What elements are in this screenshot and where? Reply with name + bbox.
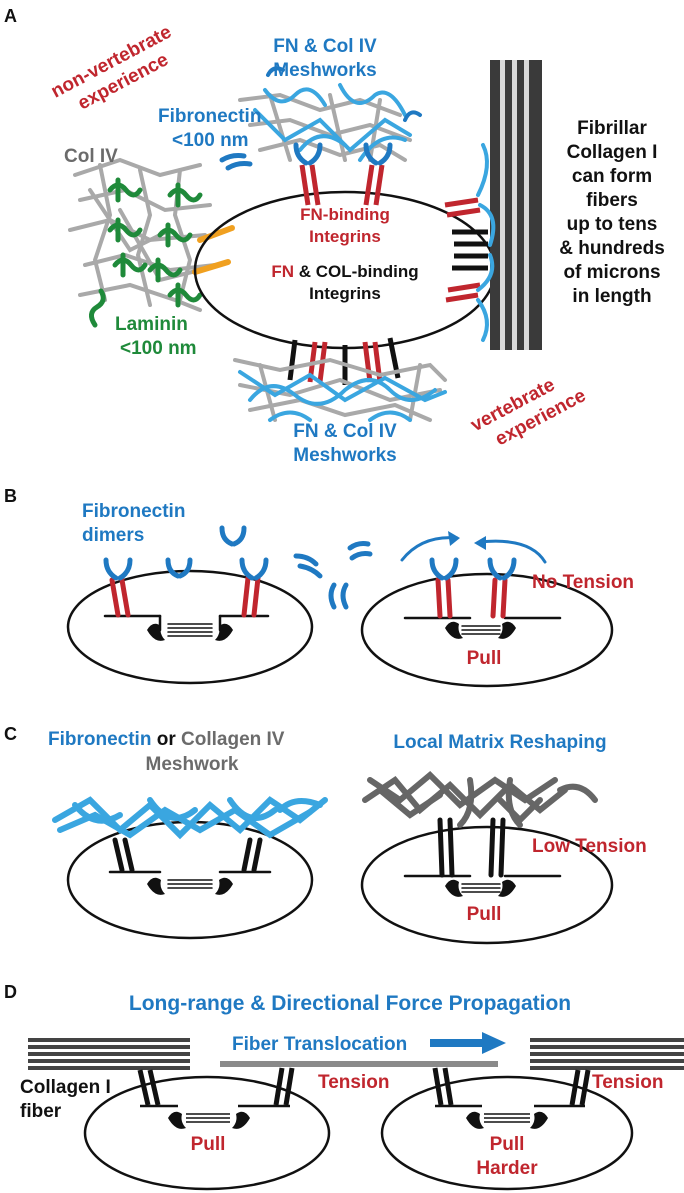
low-tension-label: Low Tension: [532, 836, 647, 857]
fn-label: FN: [271, 262, 294, 281]
fibronectin-label: Fibronectin: [158, 106, 261, 127]
dimers-line1: Fibronectin: [82, 501, 185, 522]
cell-b-right: [360, 572, 614, 688]
cell-b-left: [66, 569, 314, 685]
meshwork-fn: Fibronectin: [48, 729, 151, 750]
fn-col-bottom-line2: Meshworks: [293, 445, 396, 466]
fibrillar-line3: can form: [572, 166, 652, 187]
panel-c-letter: C: [4, 724, 17, 744]
fn-binding-line2: Integrins: [309, 227, 381, 246]
fibrillar-line5: up to tens: [567, 214, 658, 235]
laminin-receptors: [192, 225, 235, 275]
fibrillar-line7: of microns: [563, 262, 660, 283]
panel-b-structures: [103, 525, 562, 641]
meshwork-or: or: [151, 729, 181, 750]
fibrillar-line1: Fibrillar: [577, 118, 647, 139]
fn-col-top-line2: Meshworks: [273, 60, 376, 81]
translocation-label: Fiber Translocation: [232, 1034, 407, 1055]
panel-a-letter: A: [4, 6, 17, 26]
no-tension-label: No Tension: [532, 572, 634, 593]
fn-col-top-line1: FN & Col IV: [273, 36, 377, 57]
dimers-line2: dimers: [82, 525, 144, 546]
meshwork-title-line2: Meshwork: [146, 754, 239, 775]
panel-d-letter: D: [4, 982, 17, 1002]
laminin-label: Laminin: [115, 314, 188, 335]
pull-label-c: Pull: [467, 904, 502, 925]
fn-col-bottom-line1: FN & Col IV: [293, 421, 397, 442]
panel-d-title: Long-range & Directional Force Propagati…: [129, 992, 571, 1015]
tension-label-2: Tension: [592, 1072, 663, 1093]
pull-label-b: Pull: [467, 648, 502, 669]
collagen-i-bundle: [490, 60, 542, 350]
fn-col-binding-line2: Integrins: [309, 284, 381, 303]
pull-harder-line1: Pull: [490, 1134, 525, 1155]
fn-binding-line1: FN-binding: [300, 205, 390, 224]
col-iv-label: Col IV: [64, 146, 118, 167]
fibrillar-line4: fibers: [586, 190, 638, 211]
collagen-fiber-line1: Collagen I: [20, 1077, 111, 1098]
fn-col-meshwork-top: [238, 66, 422, 162]
meshwork-col: Collagen IV: [181, 729, 285, 750]
collagen-fiber-line2: fiber: [20, 1101, 62, 1122]
col-binding-label: & COL-binding: [294, 262, 419, 281]
col-iv-mesh-left: [68, 157, 217, 312]
meshwork-title-line1: Fibronectin or Collagen IV: [48, 729, 285, 750]
fn-col-meshwork-bottom: [233, 357, 447, 422]
panel-c-structures: [52, 770, 598, 897]
vertebrate-label: vertebrate experience: [467, 374, 589, 450]
fibronectin-size-label: <100 nm: [172, 130, 249, 151]
fibrillar-line8: in length: [572, 286, 651, 307]
pull-label-d: Pull: [191, 1134, 226, 1155]
panel-d-structures: [28, 1032, 684, 1191]
laminin-molecules: [89, 177, 203, 328]
integrins-top: [219, 142, 393, 206]
cell-c-right: [360, 825, 614, 945]
pull-harder-line2: Harder: [476, 1158, 538, 1179]
fibrillar-line2: Collagen I: [567, 142, 658, 163]
integrins-right: [444, 143, 496, 342]
panel-b-letter: B: [4, 486, 17, 506]
laminin-size-label: <100 nm: [120, 338, 197, 359]
fn-col-binding-line1: FN & COL-binding: [271, 262, 418, 281]
reshaping-title: Local Matrix Reshaping: [393, 732, 606, 753]
fibrillar-line6: & hundreds: [559, 238, 665, 259]
tension-label-1: Tension: [318, 1072, 389, 1093]
